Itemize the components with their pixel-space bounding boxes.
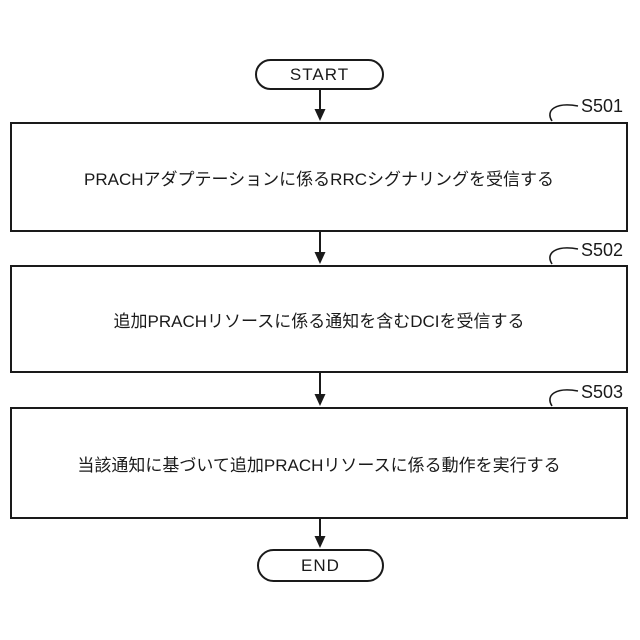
end-terminal: END: [257, 549, 384, 582]
step-text-s501: PRACHアダプテーションに係るRRCシグナリングを受信する: [84, 169, 554, 189]
step-box-s501: PRACHアダプテーションに係るRRCシグナリングを受信する: [10, 122, 628, 232]
step-text-s502: 追加PRACHリソースに係る通知を含むDCIを受信する: [113, 311, 525, 331]
start-label: START: [289, 64, 350, 84]
leader-line-s501: [549, 104, 579, 122]
step-box-s502: 追加PRACHリソースに係る通知を含むDCIを受信する: [10, 265, 628, 373]
step-id-s503: S503: [581, 382, 624, 402]
flow-arrow-3: [314, 373, 326, 406]
leader-line-s502: [549, 247, 579, 265]
step-id-s502: S502: [581, 240, 624, 260]
leader-line-s503: [549, 389, 579, 407]
flow-arrow-4: [314, 519, 326, 548]
start-terminal: START: [255, 59, 384, 90]
end-label: END: [301, 555, 340, 575]
step-text-s503: 当該通知に基づいて追加PRACHリソースに係る動作を実行する: [77, 455, 561, 475]
flow-arrow-1: [314, 90, 326, 121]
step-box-s503: 当該通知に基づいて追加PRACHリソースに係る動作を実行する: [10, 407, 628, 519]
flow-arrow-2: [314, 232, 326, 264]
step-id-s501: S501: [581, 96, 624, 116]
